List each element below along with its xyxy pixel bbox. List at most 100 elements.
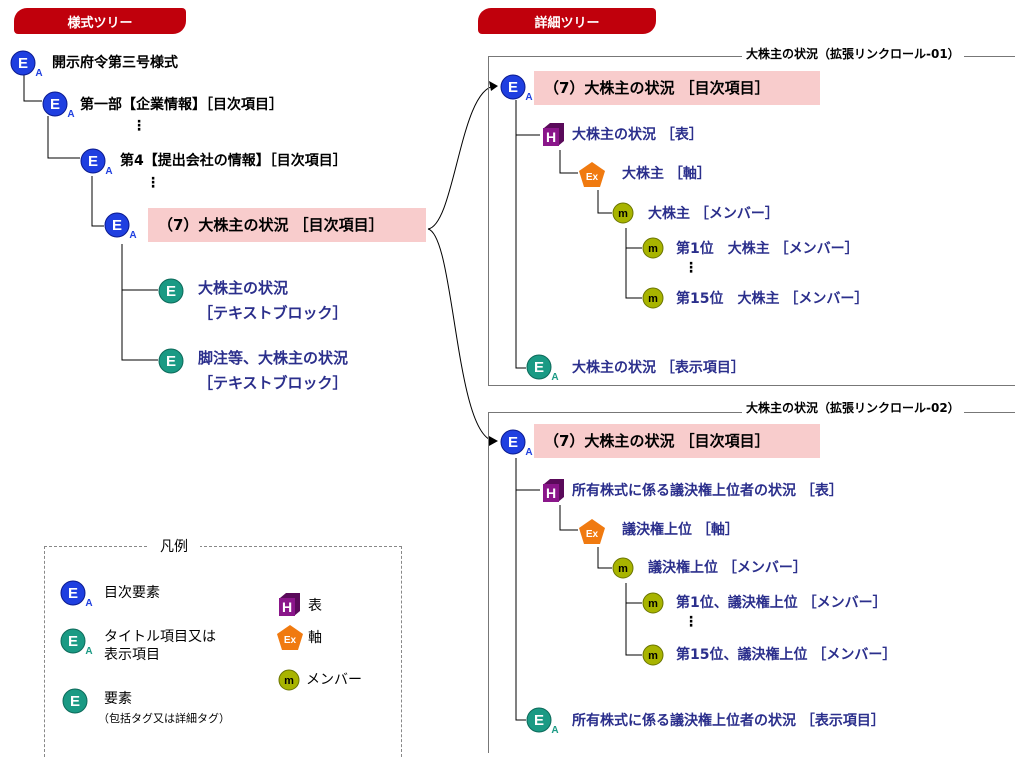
svg-text:E: E bbox=[534, 359, 544, 376]
svg-text:H: H bbox=[546, 485, 556, 501]
legend-member: メンバー bbox=[306, 672, 362, 688]
legend-toc-element: 目次要素 bbox=[104, 585, 160, 601]
member-icon: m bbox=[642, 237, 668, 263]
legend-axis: 軸 bbox=[308, 630, 322, 646]
legend-element-note: （包括タグ又は詳細タグ） bbox=[98, 712, 230, 725]
axis-icon: Ex bbox=[276, 624, 303, 650]
element-icon: E bbox=[158, 278, 184, 304]
svg-text:m: m bbox=[648, 598, 658, 610]
ellipsis-vertical: ⋮ bbox=[146, 175, 160, 191]
svg-text:A: A bbox=[525, 447, 532, 458]
leaf1-line1: 大株主の状況 bbox=[198, 279, 289, 297]
svg-text:m: m bbox=[618, 208, 628, 220]
svg-text:E: E bbox=[18, 55, 28, 72]
svg-text:E: E bbox=[88, 153, 98, 170]
role1-display-label: 大株主の状況 ［表示項目］ bbox=[572, 360, 745, 376]
svg-text:H: H bbox=[546, 129, 556, 145]
table-icon: H bbox=[540, 478, 566, 504]
role2-root-label[interactable]: （7）大株主の状況 ［目次項目］ bbox=[544, 432, 770, 450]
svg-text:E: E bbox=[68, 633, 78, 650]
role2-member-label: 議決権上位 ［メンバー］ bbox=[648, 560, 807, 576]
legend-table: 表 bbox=[308, 598, 322, 614]
svg-text:Ex: Ex bbox=[586, 172, 599, 183]
legend-title-item-line1: タイトル項目又は bbox=[104, 629, 216, 645]
svg-text:E: E bbox=[68, 585, 78, 602]
svg-text:Ex: Ex bbox=[586, 529, 599, 540]
svg-text:A: A bbox=[525, 92, 532, 103]
legend-title-item-line2: 表示項目 bbox=[104, 647, 160, 663]
role1-m15-label: 第15位 大株主 ［メンバー］ bbox=[676, 291, 869, 307]
role2-table-label: 所有株式に係る議決権上位者の状況 ［表］ bbox=[572, 483, 843, 499]
role1-axis-label: 大株主 ［軸］ bbox=[622, 166, 711, 182]
member-icon: m bbox=[278, 669, 304, 695]
legend-title: 凡例 bbox=[148, 538, 200, 556]
role1-member-label: 大株主 ［メンバー］ bbox=[648, 206, 779, 222]
detail-tree-tab-label: 詳細ツリー bbox=[534, 15, 600, 31]
svg-text:A: A bbox=[551, 725, 558, 736]
leaf2-line1: 脚注等、大株主の状況 bbox=[198, 349, 349, 367]
role2-m15-label: 第15位、議決権上位 ［メンバー］ bbox=[676, 647, 897, 663]
svg-text:A: A bbox=[67, 109, 74, 120]
style-item7-label[interactable]: （7）大株主の状況 ［目次項目］ bbox=[158, 216, 384, 234]
svg-text:m: m bbox=[284, 675, 294, 687]
svg-text:m: m bbox=[618, 563, 628, 575]
highlight-box bbox=[534, 71, 820, 105]
role2-m1-label: 第1位、議決権上位 ［メンバー］ bbox=[676, 595, 887, 611]
style-root-label: 開示府令第三号様式 bbox=[52, 55, 178, 71]
svg-text:A: A bbox=[35, 68, 42, 79]
svg-text:A: A bbox=[85, 598, 92, 609]
svg-text:H: H bbox=[282, 599, 292, 615]
legend-element: 要素 bbox=[104, 691, 132, 707]
member-icon: m bbox=[612, 557, 638, 583]
detail-role2-frame bbox=[488, 412, 1015, 753]
detail-tree-tab[interactable]: 詳細ツリー bbox=[478, 8, 656, 34]
legend-frame bbox=[44, 546, 402, 757]
member-icon: m bbox=[642, 287, 668, 313]
ellipsis-vertical: ⋮ bbox=[132, 118, 146, 134]
table-icon: H bbox=[276, 592, 302, 618]
role1-m1-label: 第1位 大株主 ［メンバー］ bbox=[676, 241, 859, 257]
svg-text:m: m bbox=[648, 243, 658, 255]
highlight-box bbox=[534, 424, 820, 458]
ellipsis-vertical: ⋮ bbox=[684, 614, 698, 630]
table-icon: H bbox=[540, 122, 566, 148]
leaf2-line2: ［テキストブロック］ bbox=[198, 374, 348, 392]
style-tree-tab[interactable]: 様式ツリー bbox=[14, 8, 186, 34]
svg-text:E: E bbox=[50, 96, 60, 113]
role2-title: 大株主の状況（拡張リンクロール-02） bbox=[742, 400, 964, 416]
svg-text:E: E bbox=[166, 283, 176, 300]
role2-display-label: 所有株式に係る議決権上位者の状況 ［表示項目］ bbox=[572, 713, 885, 729]
style-part1-label: 第一部【企業情報】［目次項目］ bbox=[80, 97, 283, 113]
role1-root-label[interactable]: （7）大株主の状況 ［目次項目］ bbox=[544, 79, 770, 97]
element-icon: E bbox=[158, 348, 184, 374]
member-icon: m bbox=[612, 202, 638, 228]
svg-text:E: E bbox=[70, 693, 80, 710]
highlight-box bbox=[148, 208, 426, 242]
svg-text:m: m bbox=[648, 650, 658, 662]
leaf1-line2: ［テキストブロック］ bbox=[198, 304, 348, 322]
axis-icon: Ex bbox=[578, 161, 605, 187]
style-part4-label: 第4【提出会社の情報】［目次項目］ bbox=[120, 153, 347, 169]
svg-text:A: A bbox=[85, 646, 92, 657]
svg-text:E: E bbox=[508, 79, 518, 96]
svg-text:A: A bbox=[129, 230, 136, 241]
svg-text:E: E bbox=[534, 712, 544, 729]
svg-text:A: A bbox=[105, 166, 112, 177]
member-icon: m bbox=[642, 592, 668, 618]
member-icon: m bbox=[642, 644, 668, 670]
svg-text:m: m bbox=[648, 293, 658, 305]
axis-icon: Ex bbox=[578, 518, 605, 544]
role2-axis-label: 議決権上位 ［軸］ bbox=[622, 522, 739, 538]
style-tree-tab-label: 様式ツリー bbox=[67, 15, 133, 31]
